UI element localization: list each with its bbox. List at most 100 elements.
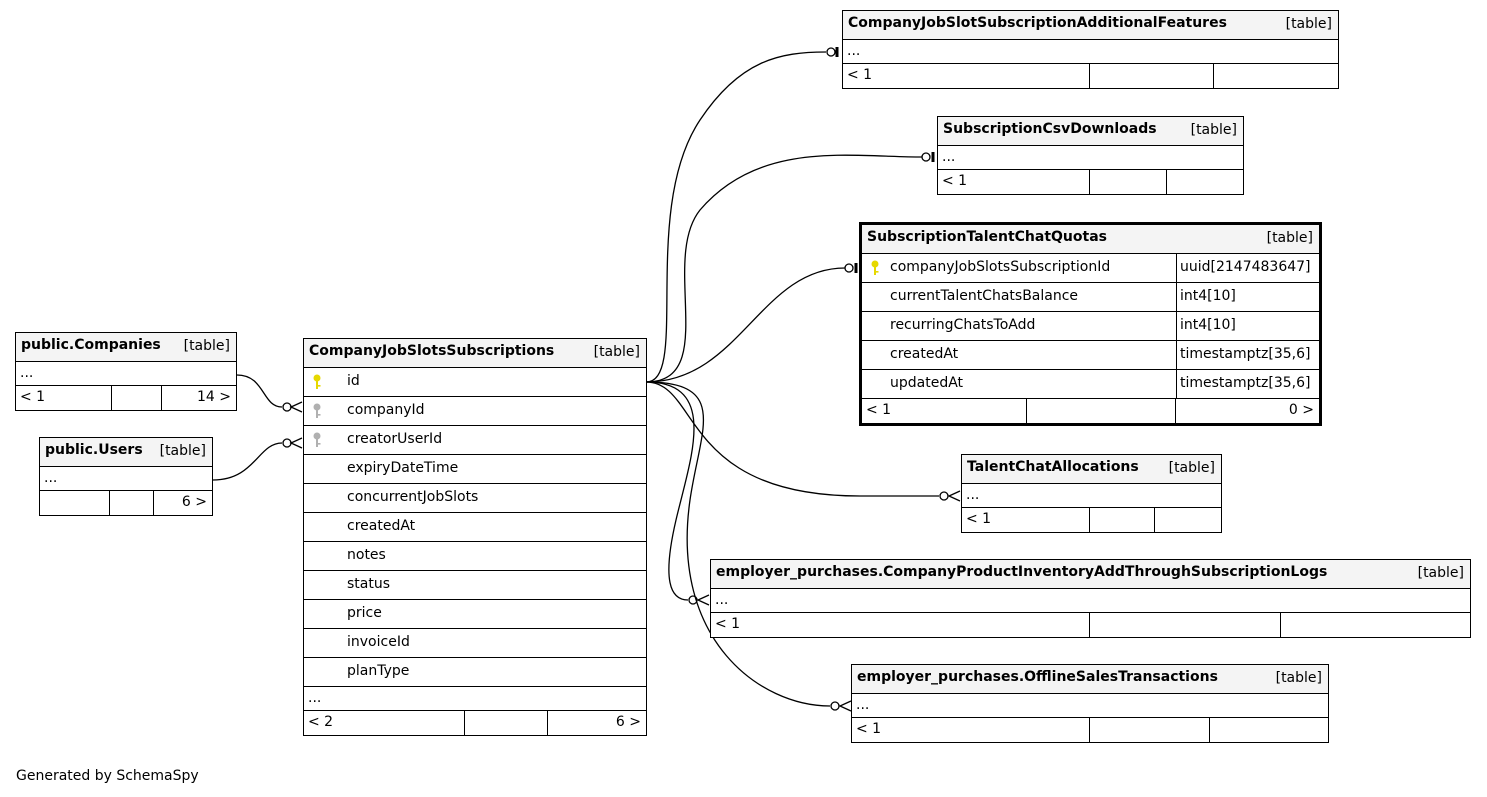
- table-footer: < 2 6 >: [304, 711, 646, 735]
- more-columns-row: ...: [852, 694, 1328, 718]
- column-row[interactable]: concurrentJobSlots: [304, 484, 646, 513]
- table-companies[interactable]: public.Companies [table] ... < 1 14 >: [15, 332, 237, 411]
- column-name: status: [347, 576, 391, 592]
- ellipsis: ...: [966, 487, 980, 503]
- column-name: price: [347, 605, 382, 621]
- footer-cell-children: [1281, 613, 1470, 637]
- table-kind: [table]: [1417, 565, 1464, 581]
- ellipsis: ...: [308, 690, 322, 706]
- column-row[interactable]: createdAt timestamptz[35,6]: [862, 341, 1319, 370]
- footer-cell-parents: < 1: [711, 613, 1090, 637]
- edge-csv-downloads: [645, 154, 923, 383]
- table-header: employer_purchases.CompanyProductInvento…: [711, 560, 1470, 589]
- footer-cell-children: 14 >: [162, 386, 236, 410]
- parents-count: < 1: [715, 616, 741, 632]
- footer-cell-rows: [110, 491, 154, 515]
- table-header: public.Users [table]: [40, 438, 212, 467]
- primary-key-icon: [871, 260, 879, 275]
- parents-count: < 1: [856, 721, 882, 737]
- footer-cell-rows: [1090, 170, 1167, 194]
- footer-cell-children: 6 >: [548, 711, 646, 735]
- column-row[interactable]: notes: [304, 542, 646, 571]
- table-talent-chat-quotas[interactable]: SubscriptionTalentChatQuotas [table] com…: [859, 222, 1322, 426]
- column-type: int4[10]: [1180, 288, 1236, 304]
- column-row[interactable]: companyJobSlotsSubscriptionId uuid[21474…: [862, 254, 1319, 283]
- table-header: employer_purchases.OfflineSalesTransacti…: [852, 665, 1328, 694]
- footer-cell-parents: < 2: [304, 711, 465, 735]
- table-header: SubscriptionCsvDownloads [table]: [938, 117, 1243, 146]
- column-row[interactable]: status: [304, 571, 646, 600]
- table-name: TalentChatAllocations: [967, 459, 1139, 475]
- ellipsis: ...: [847, 43, 861, 59]
- footer-cell-children: [1210, 718, 1328, 742]
- column-name: notes: [347, 547, 386, 563]
- footer-cell-parents: < 1: [16, 386, 112, 410]
- table-footer: < 1: [711, 613, 1470, 637]
- table-kind: [table]: [593, 344, 640, 360]
- edge-inventory-logs: [645, 381, 695, 601]
- ellipsis: ...: [44, 470, 58, 486]
- footer-cell-rows: [1090, 508, 1155, 532]
- column-row[interactable]: createdAt: [304, 513, 646, 542]
- column-row[interactable]: planType: [304, 658, 646, 687]
- edge-offline-sales: [645, 381, 831, 707]
- column-row[interactable]: expiryDateTime: [304, 455, 646, 484]
- column-row[interactable]: recurringChatsToAdd int4[10]: [862, 312, 1319, 341]
- more-columns-row: ...: [40, 467, 212, 491]
- column-name: id: [347, 373, 360, 389]
- table-offline-sales[interactable]: employer_purchases.OfflineSalesTransacti…: [851, 664, 1329, 743]
- table-kind: [table]: [1168, 460, 1215, 476]
- edge-companies: [236, 374, 283, 408]
- footer-cell-children: [1214, 64, 1338, 88]
- table-footer: < 1 0 >: [862, 399, 1319, 423]
- column-row[interactable]: creatorUserId: [304, 426, 646, 455]
- footer-cell-rows: [1027, 399, 1176, 423]
- table-users[interactable]: public.Users [table] ... 6 >: [39, 437, 213, 516]
- column-name: createdAt: [347, 518, 416, 534]
- column-name: creatorUserId: [347, 431, 443, 447]
- column-row[interactable]: invoiceId: [304, 629, 646, 658]
- column-row[interactable]: currentTalentChatsBalance int4[10]: [862, 283, 1319, 312]
- column-row[interactable]: companyId: [304, 397, 646, 426]
- table-talent-chat-allocations[interactable]: TalentChatAllocations [table] ... < 1: [961, 454, 1222, 533]
- table-kind: [table]: [1266, 230, 1313, 246]
- parents-count: < 1: [20, 389, 46, 405]
- table-company-job-slots-subscriptions[interactable]: CompanyJobSlotsSubscriptions [table] id …: [303, 338, 647, 736]
- table-kind: [table]: [159, 443, 206, 459]
- table-header: CompanyJobSlotsSubscriptions [table]: [304, 339, 646, 368]
- footer-cell-parents: < 1: [938, 170, 1090, 194]
- children-count: 0 >: [1288, 402, 1314, 418]
- column-name: currentTalentChatsBalance: [890, 288, 1079, 304]
- more-columns-row: ...: [843, 40, 1338, 64]
- table-footer: < 1: [843, 64, 1338, 88]
- column-row[interactable]: id: [304, 368, 646, 397]
- parents-count: < 1: [847, 67, 873, 83]
- footer-cell-rows: [112, 386, 162, 410]
- footer-cell-children: 0 >: [1176, 399, 1319, 423]
- edge-users: [212, 442, 283, 481]
- column-name: createdAt: [890, 346, 959, 362]
- table-kind: [table]: [1190, 122, 1237, 138]
- table-csv-downloads[interactable]: SubscriptionCsvDownloads [table] ... < 1: [937, 116, 1244, 195]
- parents-count: < 1: [866, 402, 892, 418]
- table-header: TalentChatAllocations [table]: [962, 455, 1221, 484]
- children-count: 6 >: [181, 494, 207, 510]
- table-kind: [table]: [183, 338, 230, 354]
- footer-cell-rows: [1090, 718, 1210, 742]
- column-row[interactable]: updatedAt timestamptz[35,6]: [862, 370, 1319, 399]
- column-row[interactable]: price: [304, 600, 646, 629]
- table-name: public.Companies: [21, 337, 161, 353]
- column-name: companyId: [347, 402, 425, 418]
- footer-cell-rows: [1090, 64, 1214, 88]
- table-kind: [table]: [1275, 670, 1322, 686]
- footer-cell-parents: < 1: [962, 508, 1090, 532]
- table-inventory-logs[interactable]: employer_purchases.CompanyProductInvento…: [710, 559, 1471, 638]
- table-header: CompanyJobSlotSubscriptionAdditionalFeat…: [843, 11, 1338, 40]
- table-name: CompanyJobSlotsSubscriptions: [309, 343, 555, 359]
- footer-cell-rows: [1090, 613, 1281, 637]
- footer-cell-children: [1155, 508, 1221, 532]
- more-columns-row: ...: [962, 484, 1221, 508]
- table-footer: < 1 14 >: [16, 386, 236, 410]
- table-name: SubscriptionCsvDownloads: [943, 121, 1157, 137]
- table-additional-features[interactable]: CompanyJobSlotSubscriptionAdditionalFeat…: [842, 10, 1339, 89]
